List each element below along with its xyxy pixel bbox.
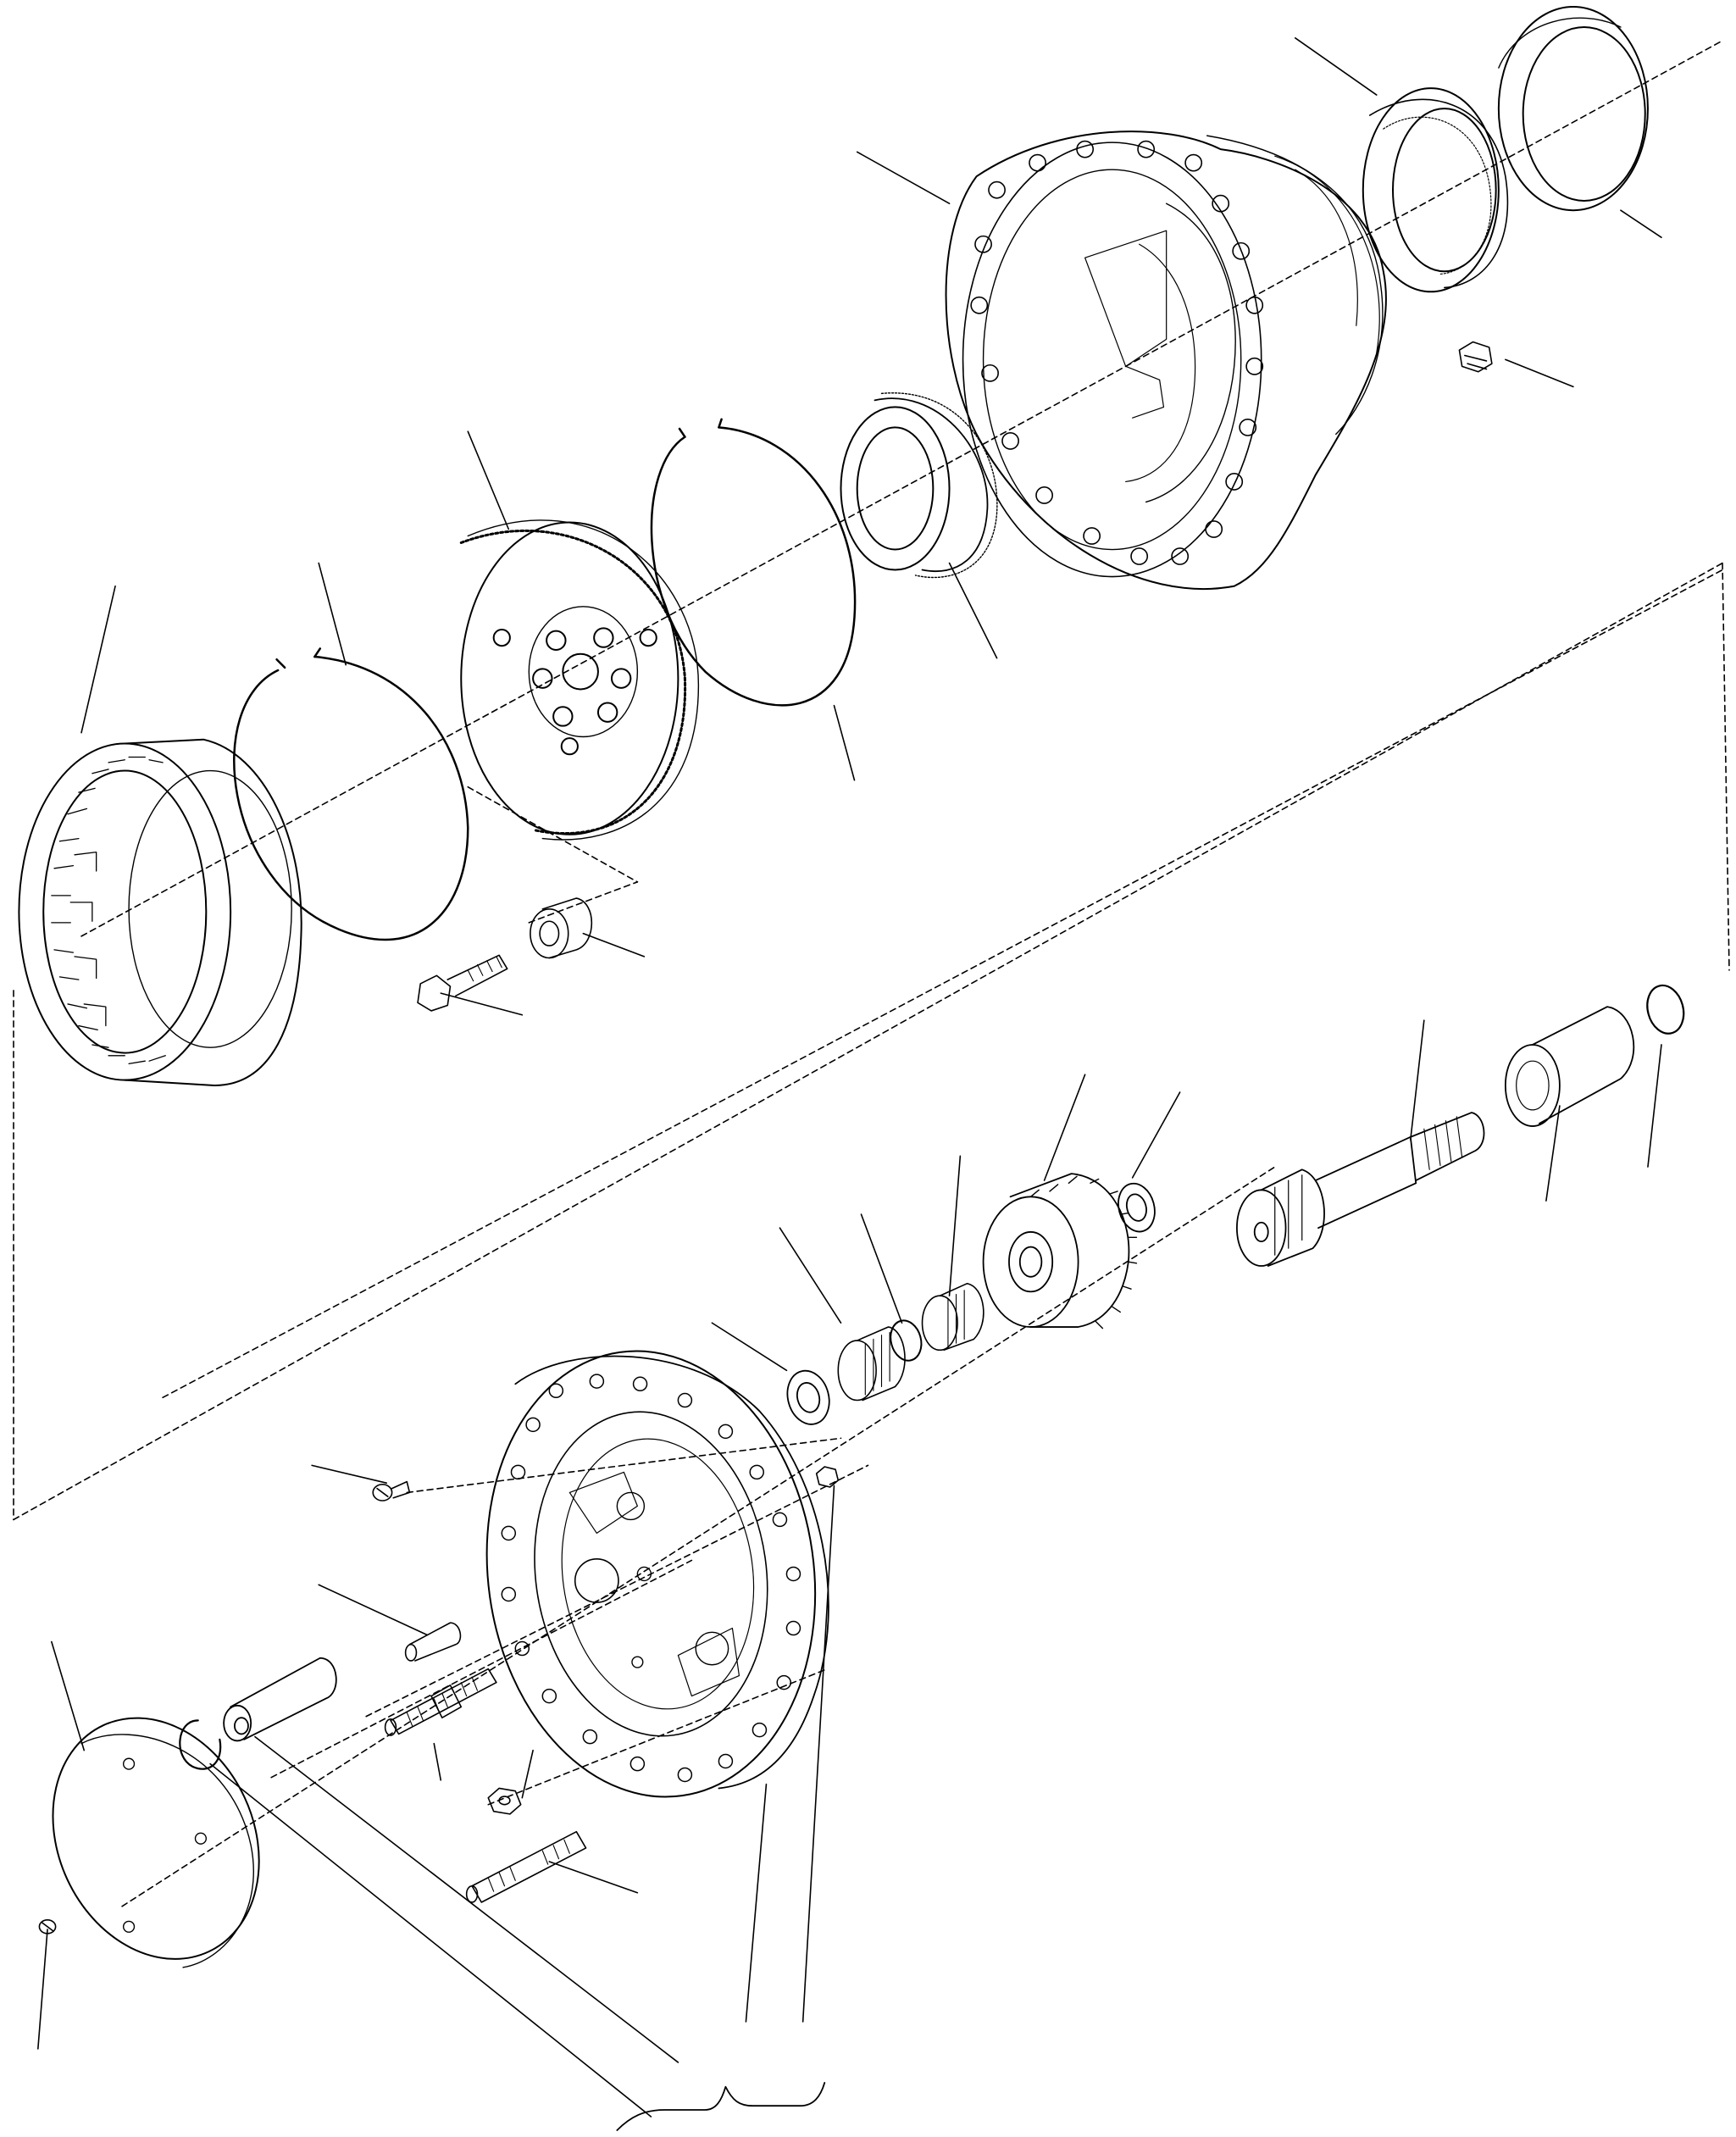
flange-carrier xyxy=(458,1329,843,1818)
cover-plate xyxy=(14,1684,297,1992)
pin-shaft xyxy=(224,1658,336,1741)
plug xyxy=(1459,342,1491,372)
nut xyxy=(488,1788,520,1813)
leader-lines xyxy=(38,38,1661,2117)
spline-coupling xyxy=(1506,1007,1633,1126)
ring-gear xyxy=(19,740,301,1085)
stud-upper xyxy=(385,1669,496,1735)
bushing xyxy=(530,898,591,957)
cover-screw xyxy=(39,1920,55,1934)
stud-lower xyxy=(467,1832,586,1902)
thrust-washer xyxy=(782,1366,835,1429)
snap-ring-outer xyxy=(652,419,855,706)
spacer-ring xyxy=(886,1317,925,1364)
housing xyxy=(946,131,1386,589)
taper-bearing xyxy=(840,393,996,578)
sun-gear-shaft xyxy=(1237,1113,1484,1266)
seal-ring xyxy=(1499,7,1648,210)
circlip xyxy=(180,1720,220,1768)
brace-bracket xyxy=(617,2083,824,2130)
needle-bearing-1 xyxy=(838,1327,905,1400)
thrust-washer-2 xyxy=(1113,1180,1160,1235)
plug-small xyxy=(817,1467,839,1487)
dowel xyxy=(406,1623,461,1661)
planet-gear xyxy=(984,1174,1137,1329)
needle-bearing-2 xyxy=(923,1284,984,1350)
snap-ring-large xyxy=(234,648,468,940)
assembly-axes xyxy=(14,41,1729,1907)
screw xyxy=(373,1482,409,1501)
sprocket-carrier xyxy=(461,520,698,840)
bearing-outer xyxy=(1363,88,1508,291)
bolt xyxy=(418,955,507,1011)
retaining-ring xyxy=(1642,981,1689,1037)
